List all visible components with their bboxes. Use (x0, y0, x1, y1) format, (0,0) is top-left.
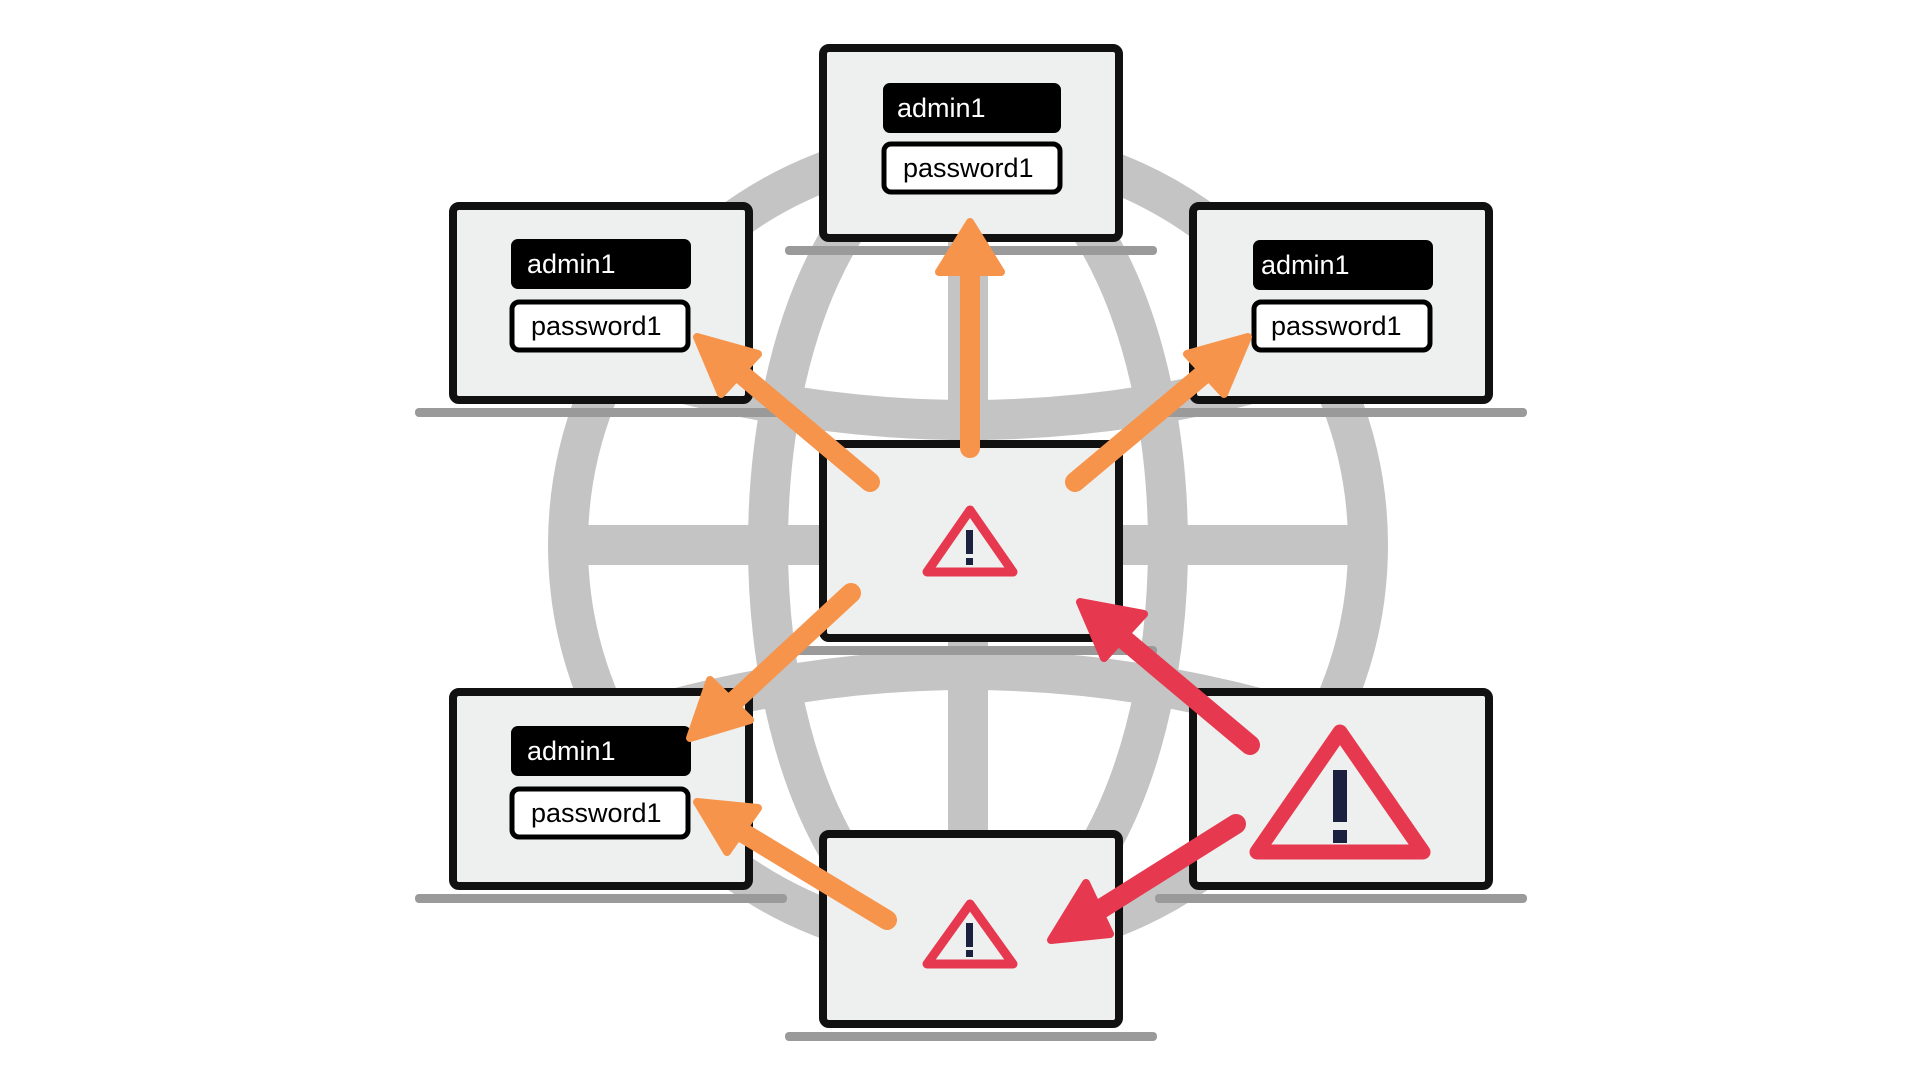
arrow-center-to-lower-left (686, 583, 861, 742)
arrow-center-to-upper-left (693, 333, 880, 492)
password-text: password1 (531, 798, 662, 828)
laptop-center (785, 440, 1157, 655)
laptop-bottom (785, 830, 1157, 1041)
laptop-base (1155, 408, 1527, 417)
laptop-base (415, 408, 787, 417)
username-field (511, 726, 691, 776)
password-field (509, 786, 691, 840)
password-text: password1 (903, 153, 1034, 183)
arrow-center-to-upper-right (1065, 333, 1252, 492)
laptop-upper-left: admin1 password1 (415, 202, 787, 417)
username-text: admin1 (897, 93, 986, 123)
username-field (883, 83, 1061, 133)
laptop-top: admin1 password1 (785, 44, 1157, 255)
arrow-bottom-to-lower-left (693, 798, 897, 930)
password-field (1251, 299, 1433, 353)
warning-triangle-icon (922, 899, 1018, 969)
laptop-base (415, 894, 787, 903)
arrow-center-to-top (935, 218, 1005, 458)
arrow-lower-right-to-bottom (1047, 814, 1246, 944)
password-field (509, 299, 691, 353)
arrow-lower-right-to-center (1076, 598, 1260, 755)
password-field (881, 141, 1063, 195)
password-text: password1 (1271, 311, 1402, 341)
laptop-base (785, 646, 1157, 655)
password-text: password1 (531, 311, 662, 341)
laptop-lower-left: admin1 password1 (415, 688, 787, 903)
username-field (511, 239, 691, 289)
username-text: admin1 (527, 736, 616, 766)
laptop-upper-right: admin1 password1 (1155, 202, 1527, 417)
username-text: admin1 (527, 249, 616, 279)
warning-triangle-icon (922, 505, 1018, 577)
username-text: admin1 (1261, 250, 1350, 280)
username-field (1253, 240, 1433, 290)
laptop-lower-right (1155, 688, 1527, 903)
laptop-base (1155, 894, 1527, 903)
laptop-base (785, 1032, 1157, 1041)
warning-triangle-icon (1249, 724, 1431, 860)
